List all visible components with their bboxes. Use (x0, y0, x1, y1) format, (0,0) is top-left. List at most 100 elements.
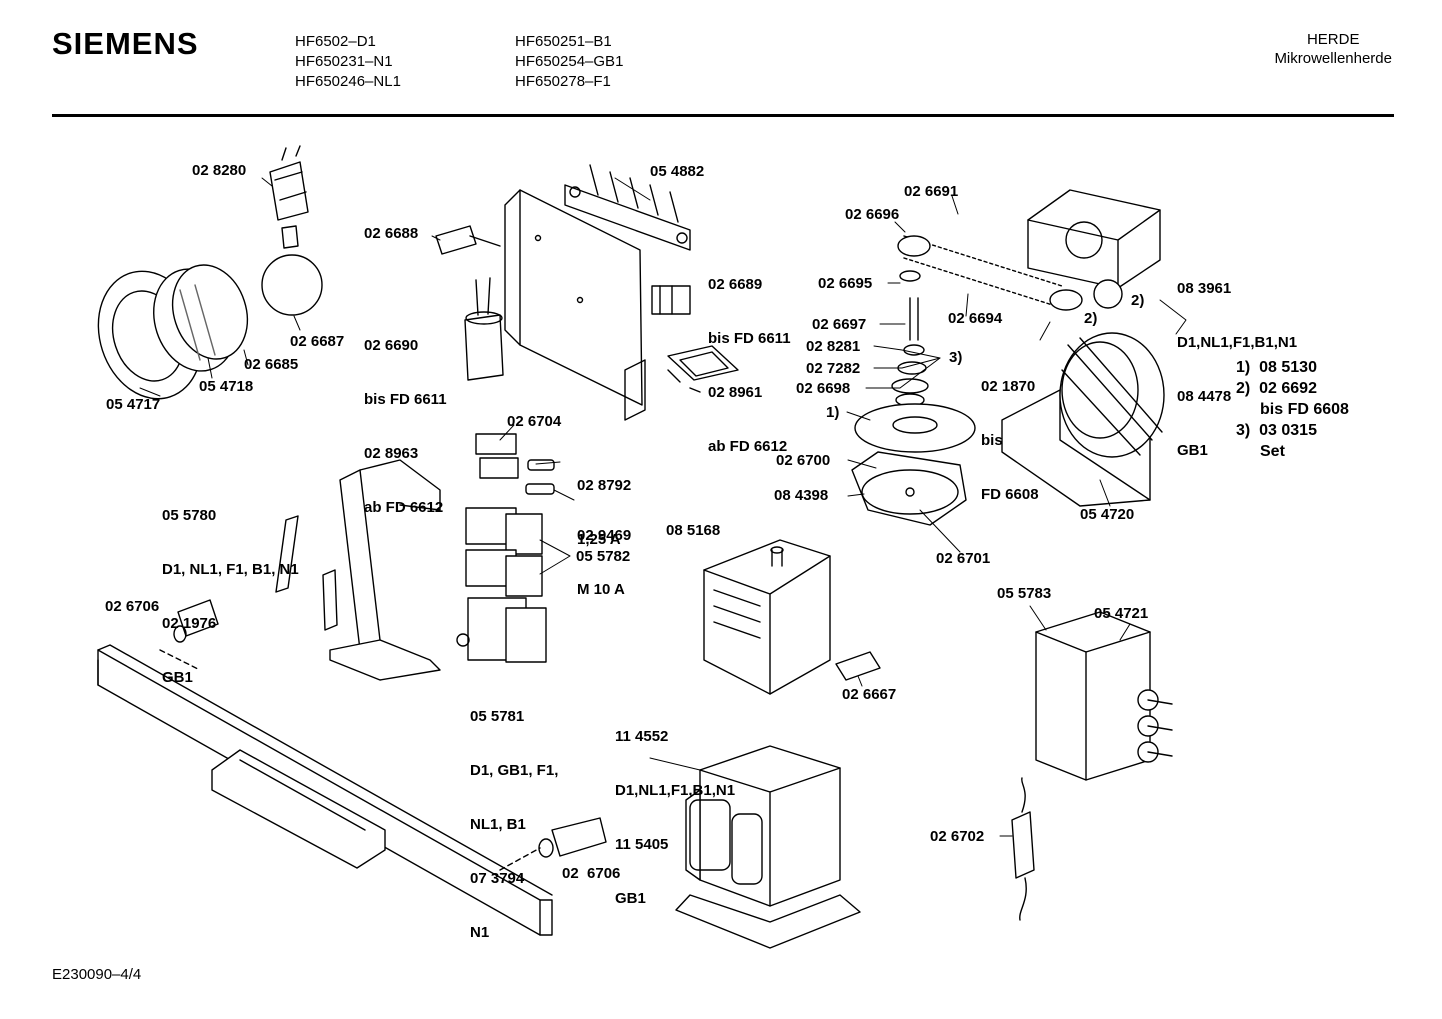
part-label: 02 6706 (562, 865, 621, 882)
part-label: 05 4718 (199, 378, 254, 395)
stirrer-disc (854, 403, 976, 453)
stirrer-fan (851, 451, 967, 526)
part-label: 02 6685 (244, 356, 299, 373)
fuse (525, 459, 555, 495)
part-label: 02 6700 (776, 452, 831, 469)
part-label: 02 8792 1,25 A (577, 441, 631, 567)
part-label-line: GB1 (1177, 442, 1208, 459)
bracket-frame (667, 345, 739, 393)
part-label: 02 6688 (364, 225, 419, 242)
part-label-line: D1, NL1, F1, B1, N1 (162, 561, 299, 578)
part-label: 02 6698 (796, 380, 851, 397)
part-label: 05 4720 (1080, 506, 1135, 523)
part-label: 02 1870 bis FD 6608 (981, 342, 1039, 522)
part-label-line: FD 6608 (981, 486, 1039, 503)
part-label-line: D1,NL1,F1,B1,N1 (1177, 334, 1298, 351)
part-label-line: GB1 (162, 669, 193, 686)
thermal-switch (475, 433, 519, 479)
part-label-line: D1,NL1,F1,B1,N1 (615, 782, 736, 799)
part-label: 02 8281 (806, 338, 861, 355)
part-label: 02 7282 (806, 360, 861, 377)
reference-marker: 2) (1084, 310, 1098, 327)
connector-block (651, 285, 691, 315)
microswitch-upper (173, 599, 219, 643)
part-label-line: bis FD 6611 (708, 330, 791, 347)
spacer-tube (275, 515, 299, 593)
part-label: 02 6701 (936, 550, 991, 567)
part-label-line: GB1 (615, 890, 646, 907)
legend-row: 3) 03 0315 (1236, 420, 1349, 441)
part-label: 08 5168 (666, 522, 721, 539)
part-label-line: bis FD 6611 (364, 391, 447, 408)
part-label-line: 11 4552 (615, 728, 669, 745)
model-list-col2: HF650251–B1 HF650254–GB1 HF650278–F1 (515, 32, 623, 92)
part-label-line: 02 6690 (364, 337, 419, 354)
part-label-line: bis (981, 432, 1003, 449)
part-label-line: 07 3794 (470, 870, 525, 887)
part-label: 02 6667 (842, 686, 897, 703)
legend-text: 02 6692 (1259, 380, 1317, 397)
part-label-line: 08 3961 (1177, 280, 1232, 297)
part-label-line: 08 4478 (1177, 388, 1232, 405)
part-label: 02 6690 bis FD 6611 02 8963 ab FD 6612 (364, 301, 447, 535)
part-label-line: 1,25 A (577, 531, 621, 548)
part-label-line: 02 8961 (708, 384, 763, 401)
hv-capacitor (1035, 611, 1173, 781)
door-switch-assembly (456, 507, 547, 663)
part-label-line: 02 1870 (981, 378, 1036, 395)
category-sub: Mikrowellenherde (1274, 50, 1392, 67)
part-label: 02 6697 (812, 316, 867, 333)
part-label-line: 05 5781 (470, 708, 525, 725)
legend-text: 03 0315 (1259, 422, 1317, 439)
header-rule (52, 114, 1394, 117)
part-label: 02 6694 (948, 310, 1003, 327)
part-label-line: 02 8792 (577, 477, 632, 494)
fan-wheel (1059, 332, 1165, 458)
part-label-line: 02 1976 (162, 615, 217, 632)
model-list-col1: HF6502–D1 HF650231–N1 HF650246–NL1 (295, 32, 401, 92)
part-label: 05 5781 D1, GB1, F1, NL1, B1 07 3794 N1 (470, 672, 558, 960)
switch-bracket (322, 459, 441, 681)
part-label: 05 4717 (106, 396, 161, 413)
brand-logo: SIEMENS (52, 26, 199, 61)
terminal-strip (564, 164, 691, 251)
part-label-line: ab FD 6612 (364, 499, 444, 516)
document-id: E230090–4/4 (52, 966, 142, 983)
part-label-line: 02 9469 (577, 527, 632, 544)
part-label: 02 6702 (930, 828, 985, 845)
legend-row: Set (1236, 441, 1349, 462)
part-label: 05 5782 (576, 548, 631, 565)
model-number: HF650278–F1 (515, 73, 611, 90)
part-label: 02 6687 (290, 333, 345, 350)
part-label: 05 4721 (1094, 605, 1149, 622)
leader-lines (139, 177, 1187, 837)
hv-transformer (675, 745, 861, 949)
legend-row: 2) 02 6692 (1236, 378, 1349, 399)
stirrer-motor (1027, 189, 1161, 309)
magnetron (703, 539, 831, 695)
part-label: 08 4398 (774, 487, 829, 504)
model-number: HF650251–B1 (515, 33, 612, 50)
lamp-socket (269, 145, 309, 221)
part-label-line: 02 8963 (364, 445, 419, 462)
mounting-plate (504, 189, 646, 421)
hv-diode (1011, 777, 1035, 921)
reference-marker: 1) (826, 404, 840, 421)
part-label-line: N1 (470, 924, 490, 941)
part-label: 02 6695 (818, 275, 873, 292)
reference-marker: 2) (1131, 292, 1145, 309)
legend-text: Set (1260, 443, 1285, 460)
category-main: HERDE (1306, 31, 1360, 48)
model-number: HF650231–N1 (295, 53, 393, 70)
part-label-line: D1, GB1, F1, (470, 762, 559, 779)
part-label-line: NL1, B1 (470, 816, 526, 833)
part-label-line: M 10 A (577, 581, 625, 598)
model-number: HF6502–D1 (295, 33, 376, 50)
part-label: 05 5780 D1, NL1, F1, B1, N1 02 1976 GB1 (162, 471, 299, 705)
legend-key: 3) (1236, 422, 1251, 439)
legend-key: 1) (1236, 359, 1251, 376)
category: HERDE Mikrowellenherde (1274, 30, 1392, 68)
part-label-line: 02 6689 (708, 276, 763, 293)
model-number: HF650254–GB1 (515, 53, 624, 70)
